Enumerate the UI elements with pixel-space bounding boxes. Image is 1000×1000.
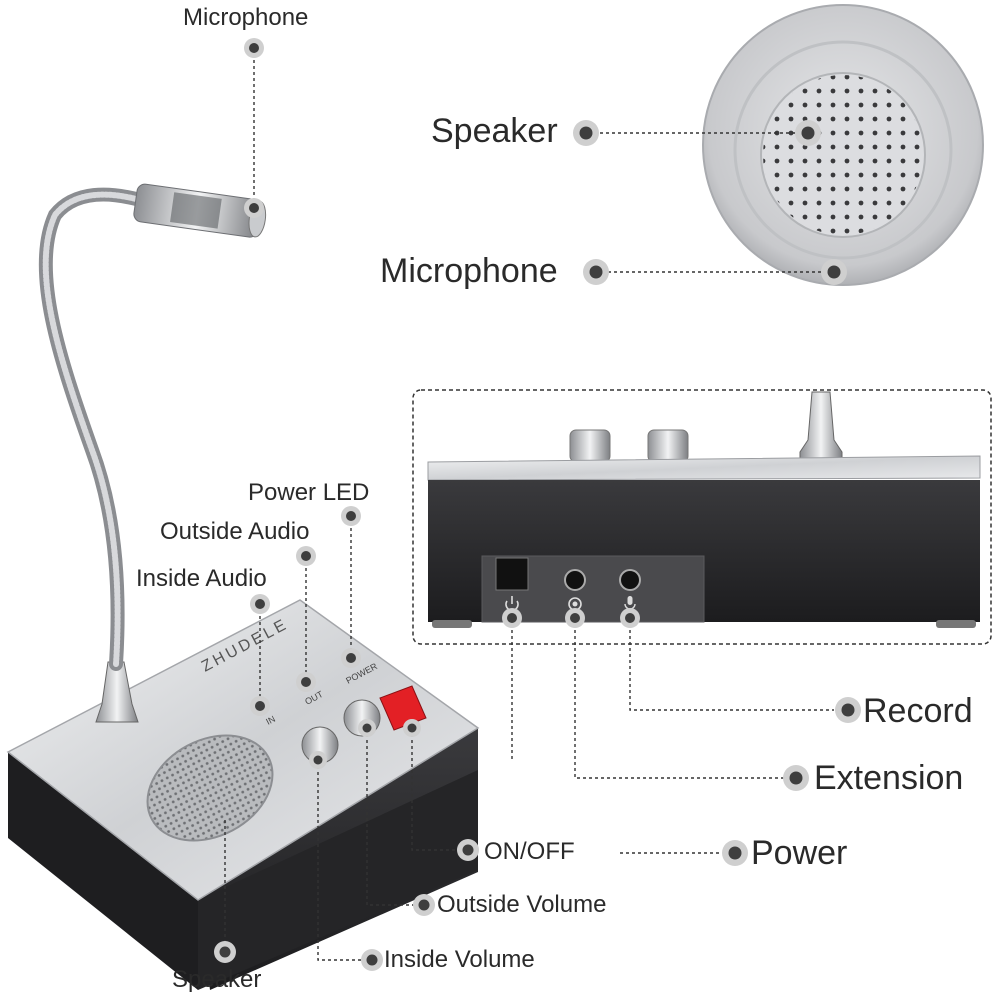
label-on-off: ON/OFF — [484, 838, 575, 865]
label-outside-audio: Outside Audio — [160, 518, 310, 545]
label-record: Record — [863, 692, 973, 730]
label-speaker-bottom: Speaker — [172, 966, 262, 993]
label-power: Power — [751, 834, 848, 872]
label-inside-volume: Inside Volume — [384, 946, 535, 973]
gooseneck — [38, 187, 147, 671]
label-inside-audio: Inside Audio — [136, 565, 267, 592]
panel-label-in: IN — [264, 714, 277, 727]
callout-lines — [224, 48, 834, 961]
rear-view-frame — [412, 389, 992, 645]
rear-view-unit — [427, 391, 981, 628]
top-disc-unit — [702, 4, 984, 286]
label-top-microphone: Microphone — [183, 4, 309, 31]
label-power-led: Power LED — [248, 479, 370, 506]
callout-dots — [214, 38, 861, 971]
label-microphone-top: Microphone — [380, 252, 558, 290]
main-unit — [6, 599, 480, 990]
label-outside-volume: Outside Volume — [437, 891, 607, 918]
label-speaker-top: Speaker — [431, 112, 558, 150]
label-extension: Extension — [814, 759, 964, 797]
